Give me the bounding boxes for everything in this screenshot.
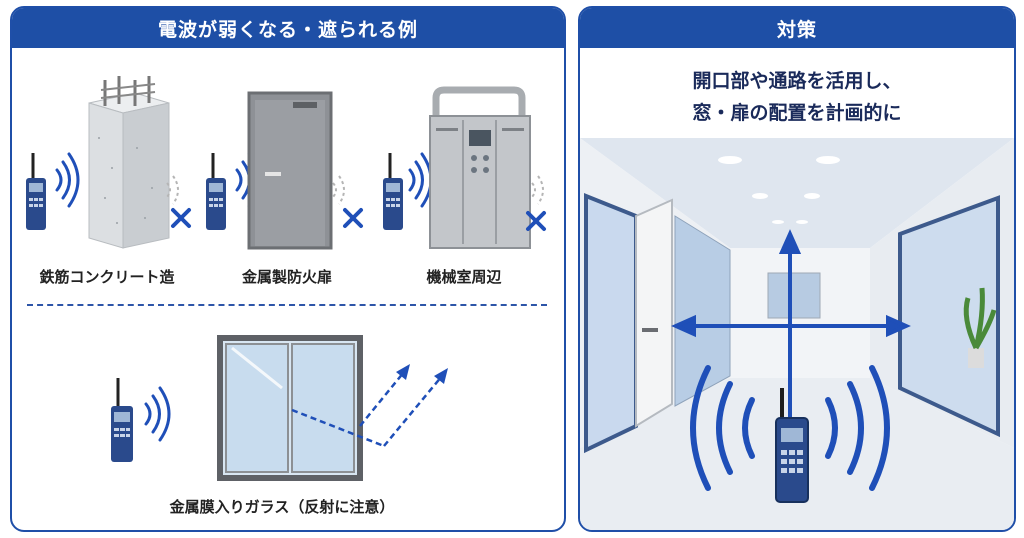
direction-arrows xyxy=(671,229,911,438)
machine-room-scene xyxy=(383,86,546,249)
label-metal-fire-door: 金属製防火扉 xyxy=(241,268,332,286)
radio-icon xyxy=(206,153,226,230)
arrow-head-icon xyxy=(396,364,410,380)
right-panel-title: 対策 xyxy=(580,8,1014,48)
reflection-arrows xyxy=(291,371,443,448)
window-icon xyxy=(217,335,363,481)
cross-icon xyxy=(343,208,363,228)
radio-wave-icon xyxy=(55,152,80,208)
open-door-icon xyxy=(635,198,673,428)
arrow-left-icon xyxy=(671,314,696,338)
radio-icon xyxy=(111,378,133,462)
weak-wave-icon xyxy=(166,175,179,205)
radio-wave-icon xyxy=(144,386,171,442)
fire-door-scene xyxy=(206,91,363,250)
left-panel: 電波が弱くなる・遮られる例 鉄筋コンクリート造 xyxy=(10,6,566,532)
cross-icon xyxy=(171,208,191,228)
arrow-right-icon xyxy=(886,314,911,338)
label-reinforced-concrete: 鉄筋コンクリート造 xyxy=(39,268,175,286)
left-panel-title: 電波が弱くなる・遮られる例 xyxy=(12,8,564,48)
back-window-icon xyxy=(767,272,821,319)
metal-door-icon xyxy=(247,91,333,250)
subtitle-line-2: 窓・扉の配置を計画的に xyxy=(692,102,902,124)
radio-wave-icon xyxy=(408,152,433,208)
subtitle-line-1: 開口部や通路を活用し、 xyxy=(692,70,902,92)
right-panel: 対策 開口部や通路を活用し、 窓・扉の配置を計画的に xyxy=(578,6,1016,532)
label-metal-film-glass: 金属膜入りガラス（反射に注意） xyxy=(169,498,395,516)
label-machine-room: 機械室周辺 xyxy=(426,268,502,286)
weak-wave-icon xyxy=(531,175,544,205)
radio-icon xyxy=(383,153,403,230)
weak-wave-icon xyxy=(332,175,345,205)
radio-icon xyxy=(775,388,809,503)
radio-icon xyxy=(26,153,46,230)
cross-icon xyxy=(526,211,546,231)
corridor-scene xyxy=(580,138,1014,530)
plant-icon xyxy=(963,287,997,368)
arrow-head-icon xyxy=(434,368,448,384)
arrow-up-icon xyxy=(778,229,802,254)
concrete-pillar-icon xyxy=(88,76,170,249)
ceiling-lights xyxy=(718,156,840,224)
radio-wave-icon xyxy=(690,365,890,491)
machine-cabinet-icon xyxy=(429,86,531,249)
right-door-icon xyxy=(898,195,1000,438)
dashed-divider xyxy=(27,304,547,306)
metal-glass-scene xyxy=(111,335,448,481)
left-glass-wall-icon xyxy=(674,215,731,407)
concrete-pillar-scene xyxy=(26,76,191,249)
